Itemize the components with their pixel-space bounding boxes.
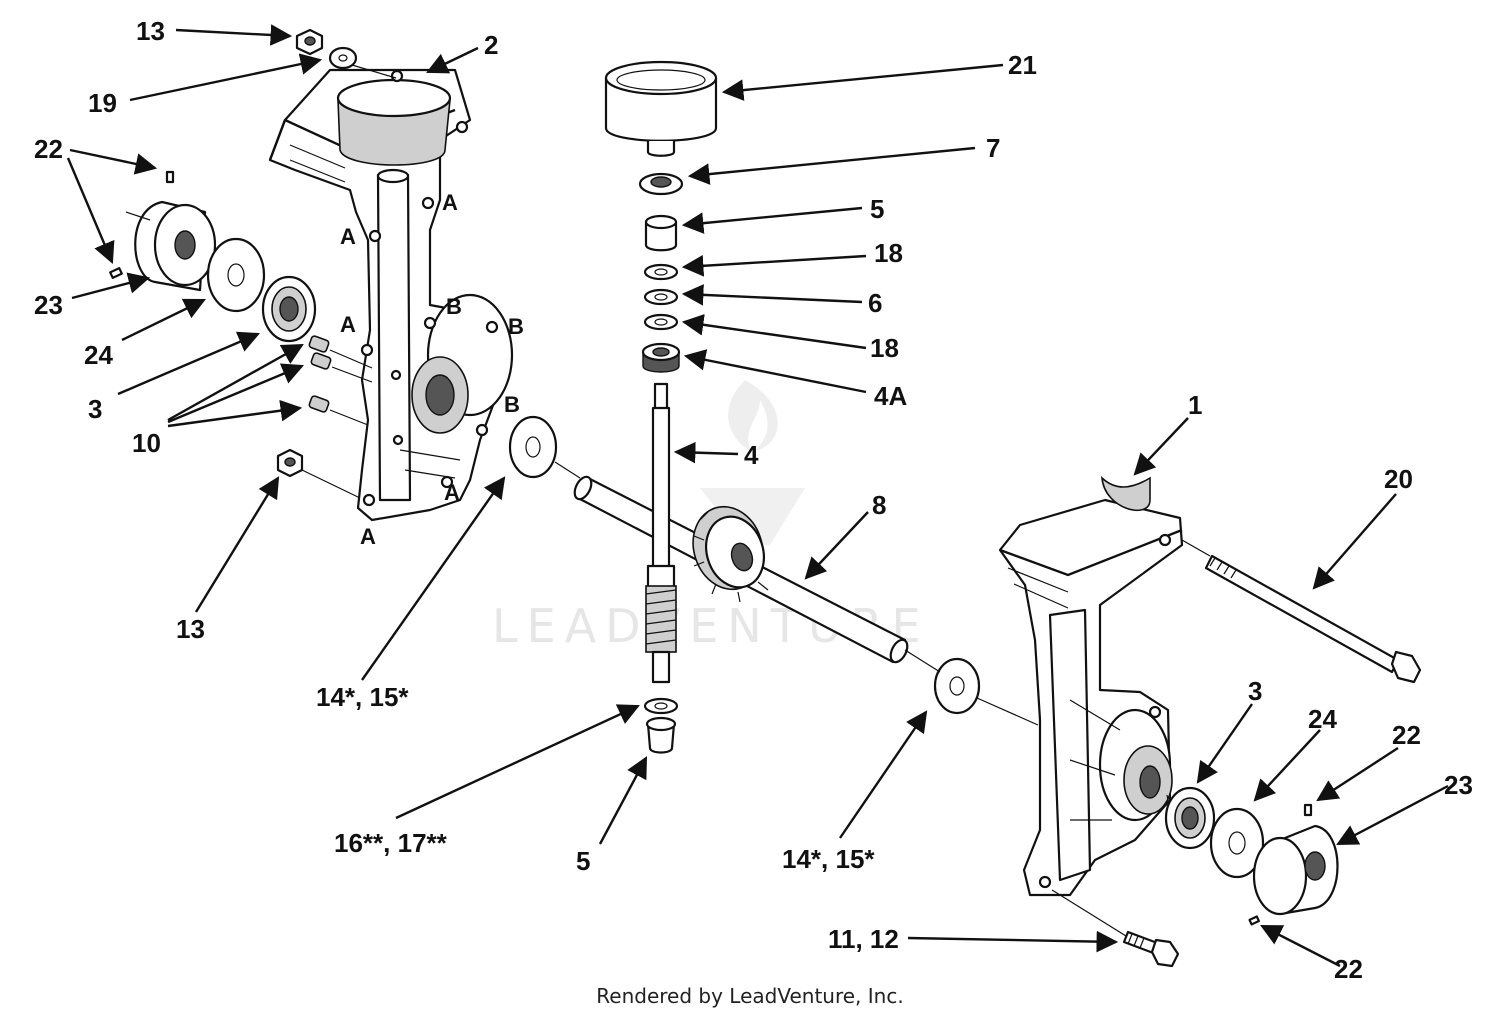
- callout-24-left: 24: [84, 340, 113, 370]
- leader-shaft-right: [904, 649, 1039, 726]
- part-18-washer-top-hole: [654, 268, 668, 276]
- leader-11-12-path: [1051, 889, 1127, 937]
- part-23-right-collar: [1248, 803, 1339, 926]
- callout-18-bottom: 18: [870, 333, 899, 363]
- part-24-right-washer: [1209, 807, 1265, 879]
- callout-13-top: 13: [136, 16, 165, 46]
- callout-14-15-left: 14*, 15*: [316, 682, 409, 712]
- callout-22-left: 22: [34, 134, 63, 164]
- ref-letter-b: B: [508, 314, 524, 339]
- callout-10: 10: [132, 428, 161, 458]
- ref-letter-a: A: [442, 190, 458, 215]
- part-14-15-right-washer: [933, 657, 981, 715]
- part-6-washer-hole: [654, 293, 668, 301]
- part-10-set-screws: [308, 335, 373, 426]
- part-13-nut-top: [295, 28, 324, 56]
- callout-arrows: [66, 24, 1449, 968]
- part-14-15-left-washer: [508, 415, 558, 479]
- part-23-left-collar: [134, 200, 217, 292]
- ref-letter-b: B: [504, 392, 520, 417]
- ref-letter-a: A: [340, 312, 356, 337]
- ref-letter-a: A: [360, 524, 376, 549]
- part-21-cup: [604, 60, 718, 157]
- ref-letter-a: A: [340, 224, 356, 249]
- callout-1: 1: [1188, 390, 1202, 420]
- callout-22-right-bottom: 22: [1334, 954, 1363, 984]
- callout-4: 4: [744, 440, 759, 470]
- ref-letter-a: A: [444, 480, 460, 505]
- leader-shaft-left: [554, 461, 581, 479]
- callout-23-left: 23: [34, 290, 63, 320]
- part-18-washer-top: [643, 263, 679, 281]
- callout-13-bottom: 13: [176, 614, 205, 644]
- callout-18-top: 18: [874, 238, 903, 268]
- part-1-right-housing: [998, 475, 1184, 897]
- callout-2: 2: [484, 30, 498, 60]
- part-24-left-washer: [206, 237, 266, 313]
- part-3-left-bearing: [261, 275, 317, 343]
- part-6-washer: [643, 288, 679, 306]
- part-18-washer-bottom: [643, 313, 679, 331]
- callout-11-12: 11, 12: [828, 924, 899, 954]
- part-2-left-housing: [268, 68, 514, 522]
- part-13-nut-bottom: [276, 448, 304, 478]
- part-5-bushing-bottom: [645, 716, 677, 754]
- part-5-bushing-top: [644, 214, 678, 252]
- part-22-pin-left-bottom: [109, 267, 123, 279]
- callout-14-15-right: 14*, 15*: [782, 844, 875, 874]
- callout-3-right: 3: [1248, 676, 1262, 706]
- leader-bearing-right: [1166, 794, 1169, 801]
- leader-23-left: [125, 211, 151, 221]
- part-4a-bearing: [641, 342, 681, 373]
- callout-6: 6: [868, 288, 882, 318]
- callout-3-left: 3: [88, 394, 102, 424]
- callout-22-right-top: 22: [1392, 720, 1421, 750]
- leader-13-bottom: [301, 469, 361, 499]
- part-22-pin-left-top: [165, 170, 175, 184]
- callout-20: 20: [1384, 464, 1413, 494]
- watermark-logo: [700, 380, 805, 545]
- leader-19: [351, 64, 397, 79]
- ref-letter-b: B: [446, 294, 462, 319]
- part-16-17-washer: [643, 697, 679, 715]
- callout-8: 8: [872, 490, 886, 520]
- callout-7: 7: [986, 133, 1000, 163]
- part-7-bearing: [638, 172, 684, 196]
- part-20-long-bolt: [1204, 554, 1422, 684]
- callout-23-right: 23: [1444, 770, 1473, 800]
- callout-19: 19: [88, 88, 117, 118]
- callout-16-17: 16**, 17**: [334, 828, 448, 858]
- callout-5-bottom: 5: [576, 846, 590, 876]
- part-11-12-bolt: [1122, 930, 1180, 968]
- leader-20: [1181, 539, 1211, 557]
- footer-credit: Rendered by LeadVenture, Inc.: [596, 984, 903, 1008]
- callout-4a: 4A: [874, 381, 907, 411]
- callout-24-right: 24: [1308, 704, 1337, 734]
- part-8-gear: [692, 505, 769, 603]
- part-3-right-bearing: [1164, 786, 1216, 850]
- part-4-worm-shaft: [645, 382, 677, 684]
- part-19-washer: [328, 46, 358, 70]
- callout-5-top: 5: [870, 194, 884, 224]
- callout-21: 21: [1008, 50, 1037, 80]
- part-18-washer-bottom-hole: [654, 318, 668, 326]
